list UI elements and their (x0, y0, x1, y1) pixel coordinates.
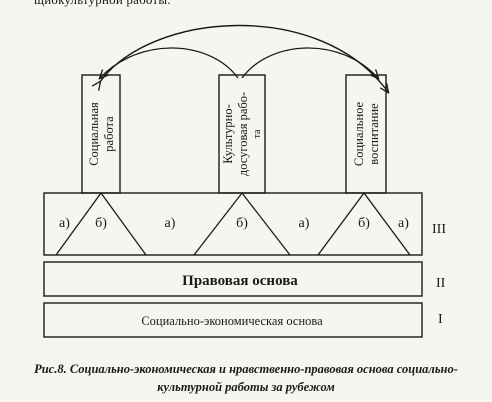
tier-label-a: а) (398, 216, 409, 231)
caption-line-1: Рис.8. Социально-экономическая и нравств… (34, 362, 458, 376)
caption-line-2: культурной работы за рубежом (157, 380, 335, 394)
tier-label-b: б) (358, 216, 370, 231)
column-label-line: Социальное (352, 101, 366, 166)
column-label-social-education: Социальное воспитание (352, 101, 381, 166)
column-label-line: Культурно- (221, 104, 235, 163)
tier-box-iii (43, 192, 423, 256)
arc-arrow-outer (100, 24, 388, 92)
tier-box-i (43, 302, 423, 338)
tier-label-b: б) (236, 216, 248, 231)
column-label-social-work: Социальная работа (87, 102, 116, 166)
top-text-fragment: щиокультурной работы. (34, 0, 171, 8)
tier-text-socio-economic-basis: Социально-экономическая основа (141, 314, 323, 328)
figure-caption: Рис.8. Социально-экономическая и нравств… (0, 360, 492, 396)
column-label-cultural-leisure: Культурно- досуговая рабо- та (221, 92, 263, 176)
tier-label-b: б) (95, 216, 107, 231)
triangle-center (193, 191, 291, 256)
tier-label-a: а) (165, 216, 176, 231)
arc-arrow-left-inner (100, 47, 239, 78)
column-label-line: воспитание (367, 103, 381, 165)
column-label-line: досуговая рабо- (236, 92, 250, 176)
tier-label-a: а) (299, 216, 310, 231)
arc-arrow-right-inner (241, 47, 378, 78)
column-label-line: Социальная (87, 102, 101, 166)
column-label-line: та (252, 129, 263, 138)
tier-text-legal-basis: Правовая основа (182, 273, 298, 289)
column-label-line: работа (102, 116, 116, 152)
tier-label-a: а) (59, 216, 70, 231)
triangle-right (317, 191, 411, 256)
level-label-ii: II (436, 276, 446, 291)
level-label-iii: III (432, 222, 446, 237)
tier-box-ii (43, 261, 423, 297)
level-label-i: I (438, 312, 443, 327)
triangle-left (55, 191, 147, 256)
